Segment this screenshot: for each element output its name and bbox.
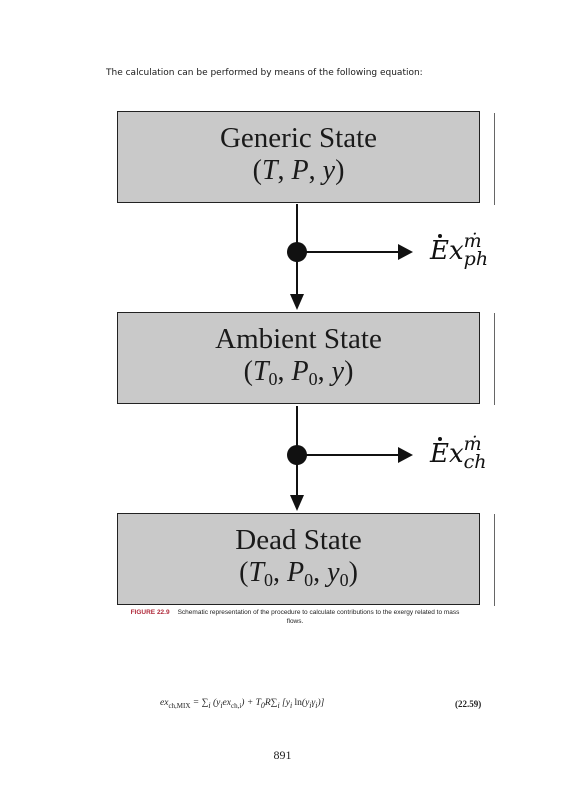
equation-number: (22.59) [455, 699, 482, 709]
state-title: Ambient State [215, 323, 382, 355]
side-line [494, 313, 495, 405]
caption-text: Schematic representation of the procedur… [177, 609, 460, 625]
down-arrowhead [290, 495, 304, 511]
side-line [494, 514, 495, 606]
right-arrowhead [398, 244, 413, 260]
ambient-state-box: Ambient State (T0, P0, y) [117, 312, 480, 404]
generic-state-box: Generic State (T, P, y) [117, 111, 480, 203]
figure-caption: FIGURE 22.9 Schematic representation of t… [130, 608, 460, 626]
state-title: Dead State [235, 524, 362, 556]
state-variables: (T0, P0, y) [243, 356, 354, 389]
down-arrowhead [290, 294, 304, 310]
equation: exch,MIX = ∑i (yiexch,i) + T0R∑i [yi ln(… [160, 698, 325, 710]
page-number: 891 [273, 748, 292, 762]
state-title: Generic State [219, 122, 377, 154]
right-arrowhead [398, 447, 413, 463]
intro-text: The calculation can be performed by mean… [106, 68, 423, 78]
figure-label: FIGURE 22.9 [130, 609, 170, 616]
state-variables: (T0, P0, y0) [239, 557, 358, 590]
state-variables: (T, P, y) [252, 155, 345, 186]
side-line [494, 113, 495, 205]
dead-state-box: Dead State (T0, P0, y0) [117, 513, 480, 605]
